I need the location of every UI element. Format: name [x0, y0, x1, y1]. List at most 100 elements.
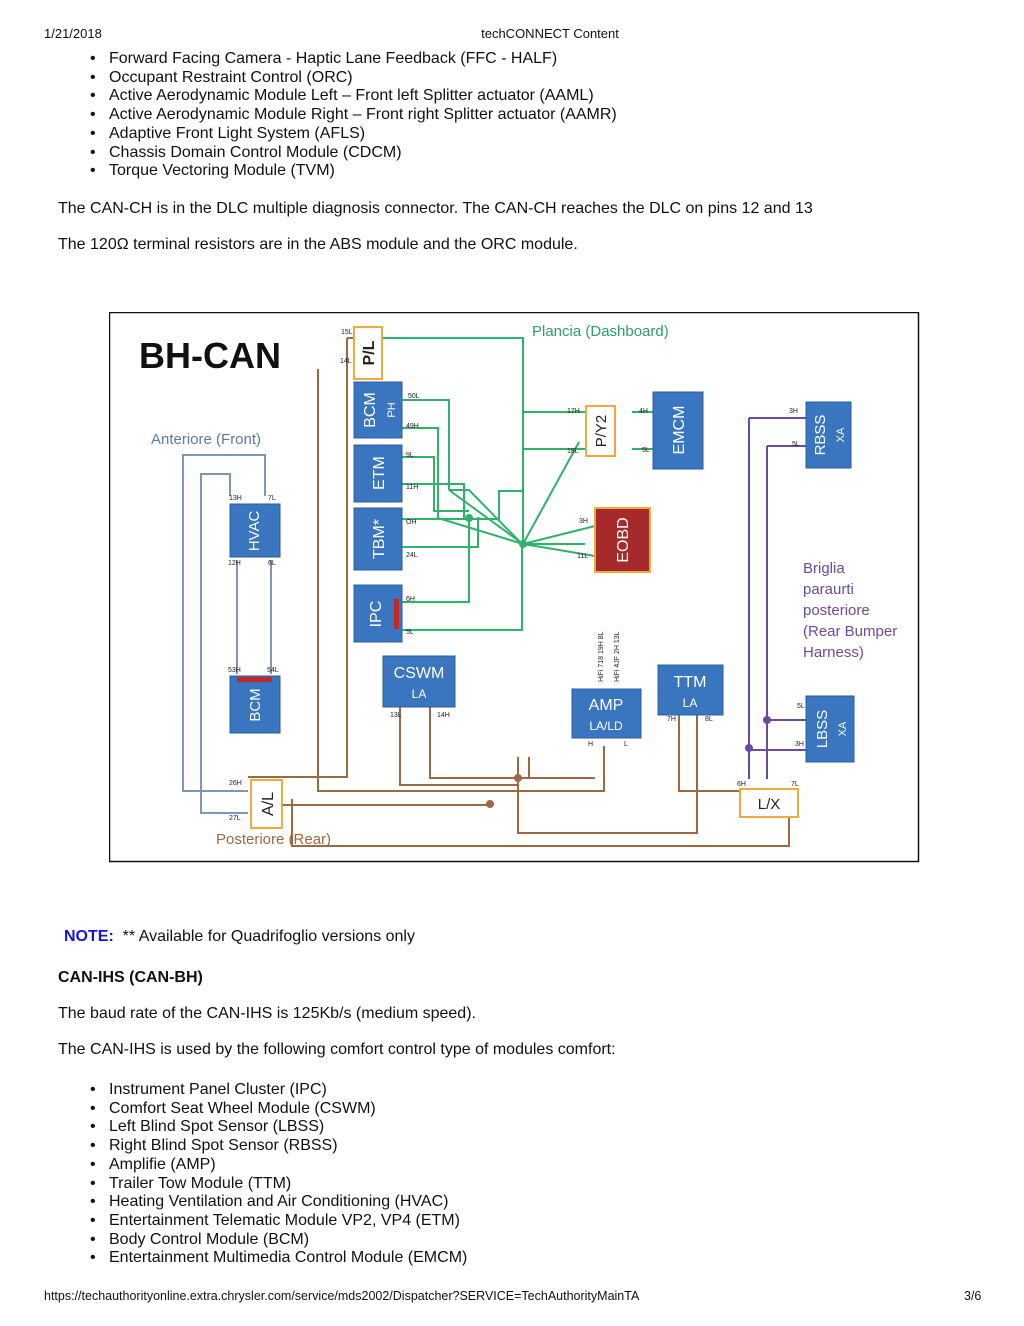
list-item: Heating Ventilation and Air Conditioning… — [90, 1193, 467, 1212]
list-item: Comfort Seat Wheel Module (CSWM) — [90, 1100, 467, 1119]
header-date: 1/21/2018 — [44, 26, 102, 41]
module-eobd: EOBD — [594, 507, 651, 573]
svg-text:PH: PH — [386, 402, 398, 417]
list-item: Amplifie (AMP) — [90, 1156, 467, 1175]
svg-text:paraurti: paraurti — [803, 581, 854, 598]
svg-text:26H: 26H — [229, 780, 242, 787]
blue-grey-wires — [182, 454, 272, 814]
svg-text:L/X: L/X — [758, 796, 781, 813]
svg-text:11H: 11H — [406, 484, 418, 491]
svg-text:XA: XA — [837, 721, 849, 736]
module-etm: ETM — [353, 444, 403, 503]
connector-py2: P/Y2 — [585, 405, 616, 457]
svg-text:EMCM: EMCM — [671, 406, 688, 455]
list-item: Right Blind Spot Sensor (RBSS) — [90, 1137, 467, 1156]
svg-text:posteriore: posteriore — [803, 602, 870, 619]
svg-text:13H: 13H — [229, 495, 242, 502]
svg-text:5L: 5L — [792, 441, 800, 448]
svg-text:LBSS: LBSS — [814, 710, 831, 748]
svg-text:27L: 27L — [229, 815, 241, 822]
paragraph-comfort-modules: The CAN-IHS is used by the following com… — [58, 1041, 616, 1058]
list-item: Trailer Tow Module (TTM) — [90, 1175, 467, 1194]
footer-url[interactable]: https://techauthorityonline.extra.chrysl… — [44, 1289, 640, 1303]
svg-text:8L: 8L — [705, 716, 713, 723]
region-dashboard: Plancia (Dashboard) — [532, 323, 669, 340]
svg-text:EOBD: EOBD — [615, 517, 632, 562]
svg-text:LA: LA — [683, 696, 698, 710]
paragraph-baud-rate: The baud rate of the CAN-IHS is 125Kb/s … — [58, 1005, 476, 1022]
svg-text:50L: 50L — [408, 393, 420, 400]
svg-text:3H: 3H — [795, 741, 804, 748]
section-title: CAN-IHS (CAN-BH) — [58, 969, 203, 986]
svg-text:P/Y2: P/Y2 — [593, 415, 610, 448]
svg-text:13L: 13L — [390, 712, 402, 719]
module-tbm: TBM* — [353, 507, 403, 571]
connector-pl: P/L — [353, 326, 383, 380]
list-item: Occupant Restraint Control (ORC) — [90, 69, 617, 88]
svg-text:XA: XA — [835, 427, 847, 442]
svg-text:9L: 9L — [406, 452, 414, 459]
svg-text:ETM: ETM — [371, 456, 388, 490]
list-item: Forward Facing Camera - Haptic Lane Feed… — [90, 50, 617, 69]
connector-al: A/L — [250, 779, 283, 829]
svg-text:LA/LD: LA/LD — [589, 719, 623, 733]
svg-text:IPC: IPC — [368, 601, 385, 628]
list-item: Adaptive Front Light System (AFLS) — [90, 125, 617, 144]
svg-text:5L: 5L — [406, 629, 414, 636]
svg-text:AMP: AMP — [589, 697, 624, 714]
list-item: Body Control Module (BCM) — [90, 1231, 467, 1250]
svg-text:Harness): Harness) — [803, 644, 864, 661]
svg-text:H: H — [588, 741, 593, 748]
module-rbss: RBSS XA — [805, 401, 852, 469]
svg-text:BCM: BCM — [247, 688, 264, 721]
pin-labels: 15L 14L 50L 49H 9L 11H OH 24L 6H 5L 17H … — [228, 329, 805, 822]
note-text: ** Available for Quadrifoglio versions o… — [122, 928, 415, 945]
svg-text:6H: 6H — [737, 781, 746, 788]
svg-text:(Rear Bumper: (Rear Bumper — [803, 623, 897, 640]
list-item: Entertainment Telematic Module VP2, VP4 … — [90, 1212, 467, 1231]
svg-text:17H: 17H — [567, 408, 580, 415]
svg-text:4H: 4H — [639, 408, 648, 415]
svg-text:LA: LA — [412, 687, 427, 701]
svg-text:18L: 18L — [567, 448, 579, 455]
svg-text:7L: 7L — [791, 781, 799, 788]
region-bumper: Briglia paraurti posteriore (Rear Bumper… — [803, 560, 897, 661]
list-item: Active Aerodynamic Module Right – Front … — [90, 106, 617, 125]
module-lbss: LBSS XA — [805, 695, 855, 763]
svg-text:54L: 54L — [267, 667, 279, 674]
page-number: 3/6 — [964, 1289, 982, 1303]
svg-text:24L: 24L — [406, 552, 418, 559]
svg-text:6L: 6L — [268, 560, 276, 567]
module-emcm: EMCM — [652, 391, 704, 470]
paragraph-dlc: The CAN-CH is in the DLC multiple diagno… — [58, 200, 813, 217]
list-item: Entertainment Multimedia Control Module … — [90, 1249, 467, 1268]
list-item: Chassis Domain Control Module (CDCM) — [90, 144, 617, 163]
svg-text:A/L: A/L — [260, 792, 277, 816]
green-wires — [378, 337, 653, 631]
can-ch-module-list: Forward Facing Camera - Haptic Lane Feed… — [90, 50, 617, 181]
svg-text:49H: 49H — [406, 423, 419, 430]
module-amp: AMP LA/LD — [571, 688, 642, 739]
svg-text:TBM*: TBM* — [371, 519, 388, 559]
module-cswm: CSWM LA — [382, 655, 456, 708]
svg-text:12H: 12H — [228, 560, 241, 567]
svg-text:Briglia: Briglia — [803, 560, 845, 577]
svg-text:HVAC: HVAC — [246, 511, 263, 552]
module-ttm: TTM LA — [657, 664, 724, 716]
svg-text:7H: 7H — [667, 716, 676, 723]
note-label: NOTE: — [64, 928, 114, 945]
svg-text:P/L: P/L — [361, 340, 378, 365]
svg-text:HiFi 718 19H 8L: HiFi 718 19H 8L — [598, 631, 605, 682]
svg-text:TTM: TTM — [674, 674, 707, 691]
region-rear: Posteriore (Rear) — [216, 831, 331, 848]
svg-text:6H: 6H — [406, 596, 415, 603]
svg-text:14L: 14L — [340, 358, 352, 365]
module-ipc: IPC — [353, 584, 403, 643]
svg-text:15L: 15L — [341, 329, 353, 336]
svg-text:5L: 5L — [797, 703, 805, 710]
list-item: Active Aerodynamic Module Left – Front l… — [90, 87, 617, 106]
region-front: Anteriore (Front) — [151, 431, 261, 448]
list-item: Left Blind Spot Sensor (LBSS) — [90, 1118, 467, 1137]
list-item: Torque Vectoring Module (TVM) — [90, 162, 617, 181]
purple-wires — [748, 417, 806, 779]
